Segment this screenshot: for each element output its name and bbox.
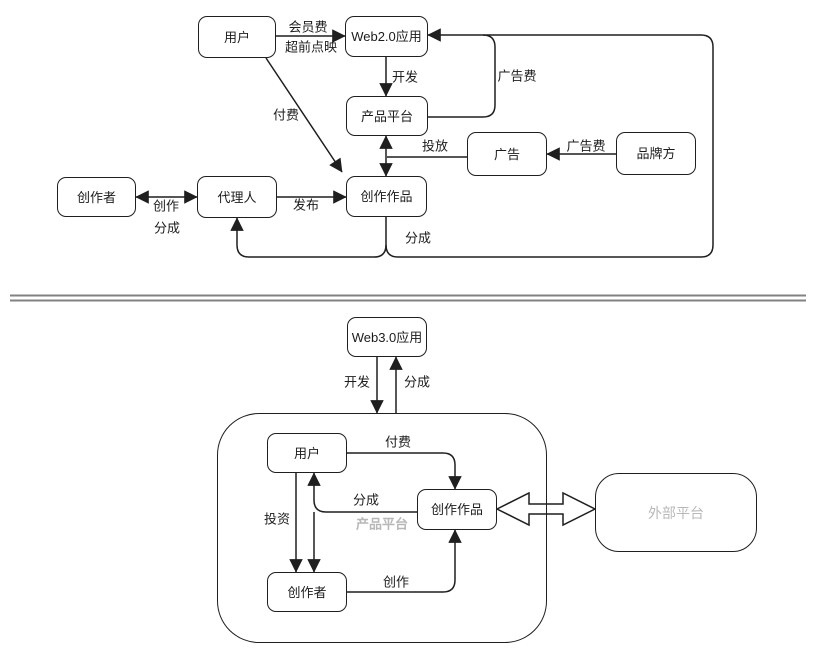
label-share-app: 分成 — [403, 374, 431, 390]
edge-creator-work-create — [347, 529, 462, 593]
node-web3-app: Web3.0应用 — [347, 317, 427, 357]
node-user-top: 用户 — [198, 16, 276, 58]
node-work-bottom: 创作作品 — [417, 489, 497, 530]
node-web2-app: Web2.0应用 — [345, 16, 428, 57]
edge-user-work-pay-b — [347, 452, 462, 490]
double-arrow-work-external — [495, 491, 597, 527]
label-adfee-platform: 广告费 — [497, 68, 537, 84]
edge-work-agent-share — [230, 217, 387, 258]
node-user-bottom: 用户 — [267, 433, 347, 473]
label-membership-fee: 会员费 — [288, 19, 328, 35]
node-brand: 品牌方 — [616, 132, 696, 175]
label-create-bottom: 创作 — [382, 574, 410, 590]
label-share-web2: 分成 — [404, 230, 432, 246]
section-divider — [10, 294, 806, 302]
label-create-top: 创作 — [152, 198, 180, 214]
edge-product-web2-adfee — [428, 34, 496, 118]
node-external-platform: 外部平台 — [595, 473, 757, 552]
node-creator-bottom: 创作者 — [267, 572, 347, 612]
edge-work-web2-share — [385, 28, 714, 258]
label-advance-screening: 超前点映 — [284, 39, 338, 55]
node-ad: 广告 — [467, 132, 547, 176]
label-pay-top: 付费 — [272, 107, 300, 123]
node-agent: 代理人 — [197, 176, 277, 218]
label-share-creator: 分成 — [153, 220, 181, 236]
label-share-user: 分成 — [352, 492, 380, 508]
label-invest: 投资 — [263, 511, 291, 527]
label-adfee-brand: 广告费 — [566, 138, 606, 154]
label-pay-bottom: 付费 — [384, 434, 412, 450]
node-product-platform-top: 产品平台 — [346, 96, 428, 136]
label-publish: 发布 — [292, 197, 320, 213]
node-work-top: 创作作品 — [346, 176, 427, 217]
label-develop-top: 开发 — [391, 69, 419, 85]
label-develop-bottom: 开发 — [343, 374, 371, 390]
edge-user-work-pay — [265, 57, 343, 173]
edge-work-user-share-b — [307, 472, 417, 513]
label-placement: 投放 — [421, 138, 449, 154]
node-creator-top: 创作者 — [57, 177, 136, 217]
label-product-platform-container: 产品平台 — [355, 516, 409, 532]
